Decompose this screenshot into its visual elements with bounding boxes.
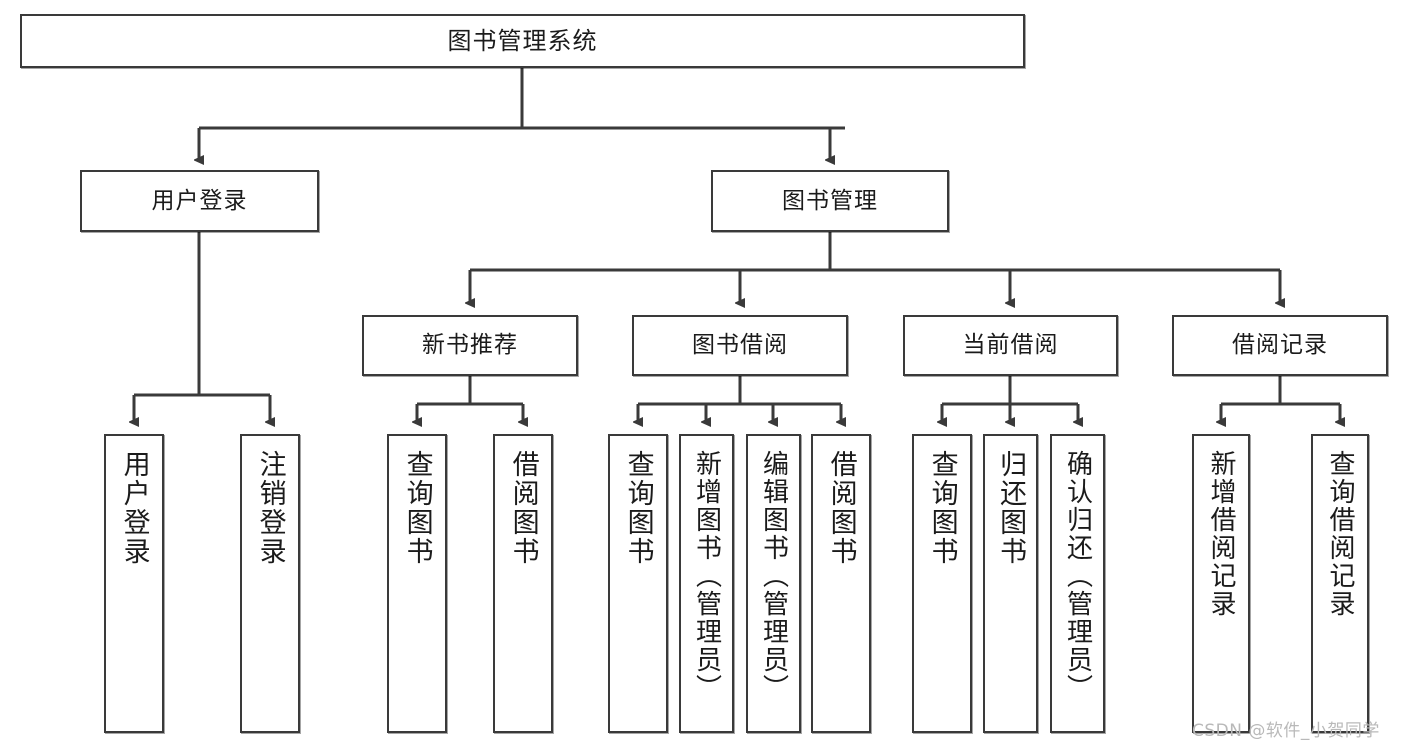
leaf-record-add-record[interactable]: 新增借阅记录 (1192, 434, 1250, 733)
leaf-recommend-query-book[interactable]: 查询图书 (387, 434, 447, 733)
node-user-login[interactable]: 用户登录 (80, 170, 319, 232)
leaf-borrow-edit-book-admin[interactable]: 编辑图书（管理员） (746, 434, 801, 733)
node-label: 图书管理系统 (447, 27, 598, 55)
node-label: 确认归还（管理员） (1062, 450, 1093, 702)
node-label: 借阅记录 (1232, 332, 1328, 358)
node-label: 编辑图书（管理员） (758, 450, 789, 702)
node-book-management[interactable]: 图书管理 (711, 170, 949, 232)
node-label: 归还图书 (995, 450, 1027, 566)
node-label: 借阅图书 (825, 450, 857, 566)
node-label: 查询借阅记录 (1325, 450, 1356, 618)
node-label: 图书管理 (782, 187, 878, 214)
node-label: 注销登录 (254, 450, 286, 566)
node-label: 图书借阅 (692, 332, 788, 358)
node-new-book-recommend[interactable]: 新书推荐 (362, 315, 578, 376)
leaf-current-confirm-return-admin[interactable]: 确认归还（管理员） (1050, 434, 1105, 733)
leaf-recommend-borrow-book[interactable]: 借阅图书 (493, 434, 553, 733)
node-current-borrow[interactable]: 当前借阅 (903, 315, 1118, 376)
node-label: 用户登录 (118, 450, 150, 566)
leaf-borrow-add-book-admin[interactable]: 新增图书（管理员） (679, 434, 734, 733)
leaf-borrow-query-book[interactable]: 查询图书 (608, 434, 668, 733)
node-label: 新增图书（管理员） (691, 450, 722, 702)
leaf-current-return-book[interactable]: 归还图书 (983, 434, 1038, 733)
node-borrow-record[interactable]: 借阅记录 (1172, 315, 1388, 376)
node-label: 当前借阅 (962, 332, 1059, 358)
node-label: 查询图书 (622, 450, 654, 566)
leaf-user-login-logout[interactable]: 注销登录 (240, 434, 300, 733)
node-label: 新书推荐 (422, 332, 518, 358)
leaf-current-query-book[interactable]: 查询图书 (912, 434, 972, 733)
leaf-user-login-login[interactable]: 用户登录 (104, 434, 164, 733)
node-label: 查询图书 (401, 450, 433, 566)
node-label: 新增借阅记录 (1206, 450, 1237, 618)
node-label: 借阅图书 (507, 450, 539, 566)
node-label: 用户登录 (151, 187, 248, 214)
leaf-record-query-record[interactable]: 查询借阅记录 (1311, 434, 1369, 733)
node-book-borrow[interactable]: 图书借阅 (632, 315, 848, 376)
node-root-library-system[interactable]: 图书管理系统 (20, 14, 1025, 68)
csdn-watermark: CSDN @软件_小贺同学 (1192, 721, 1380, 741)
node-label: 查询图书 (926, 450, 958, 566)
leaf-borrow-borrow-book[interactable]: 借阅图书 (811, 434, 871, 733)
